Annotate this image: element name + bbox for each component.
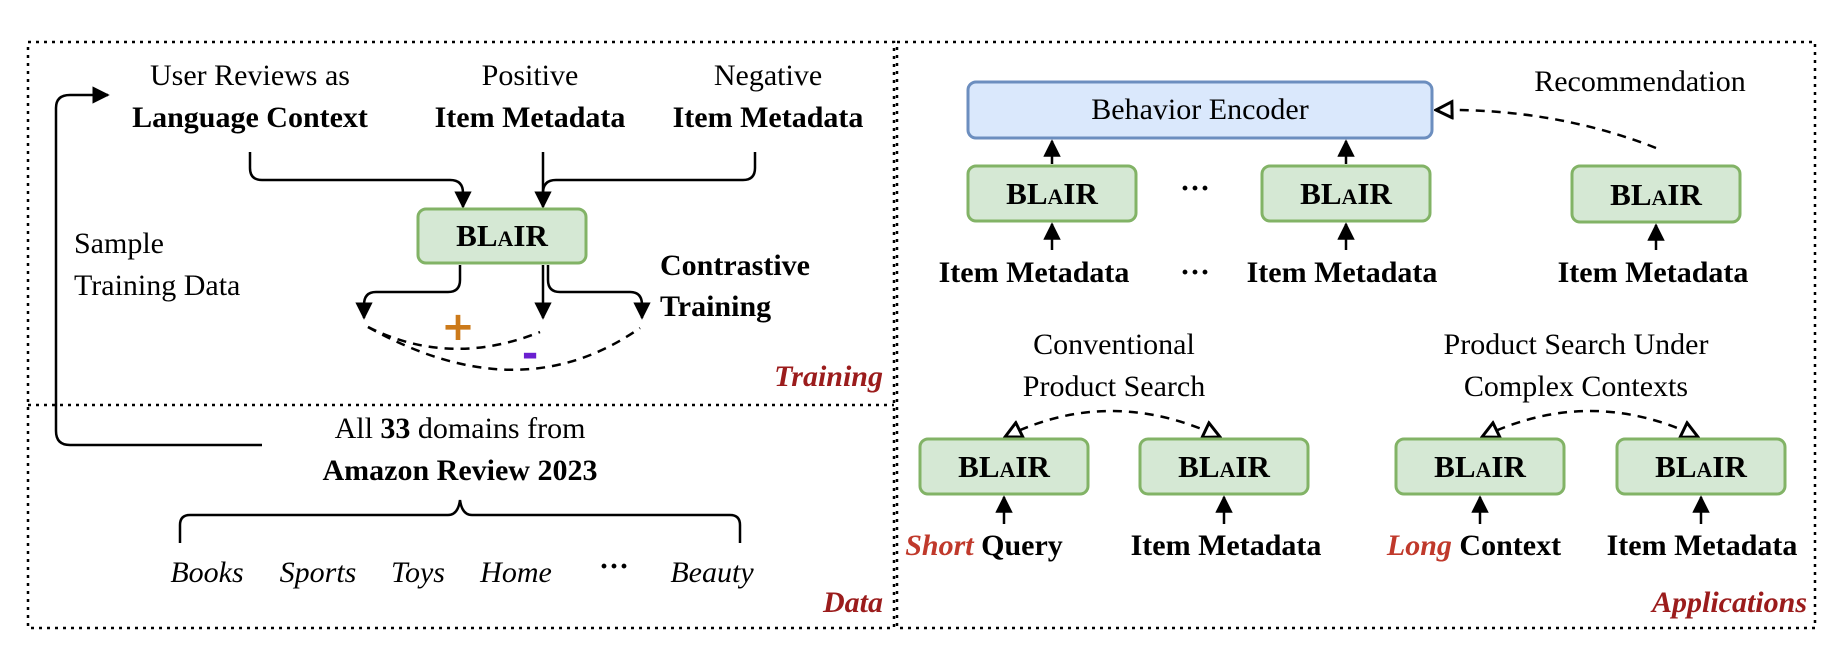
blair-output-right-arrow [546, 265, 651, 320]
data-to-training-loop-arrow [54, 86, 262, 447]
context-blair-box [1394, 437, 1566, 496]
behavior-encoder-label: Behavior Encoder [1091, 93, 1308, 126]
rec-item-metadata-3: Item Metadata [1558, 256, 1749, 289]
recommendation-arrow [1436, 110, 1657, 150]
rec-item-metadata-ellipsis: ··· [1180, 256, 1210, 289]
rec-blair-label-3: BLAIR [1610, 177, 1702, 212]
conv-item-metadata-label: Item Metadata [1131, 529, 1322, 562]
positive-label-line2: Item Metadata [435, 101, 626, 134]
domains-brace [178, 499, 742, 543]
contrastive-label-line2: Training [660, 290, 771, 323]
minus-icon: - [522, 331, 539, 377]
conv-item-blair-box [1138, 437, 1310, 496]
domains-count-label: All 33 domains from [335, 412, 586, 445]
short-query-label: Short Query [905, 529, 1063, 562]
complex-search-label-line2: Complex Contexts [1464, 370, 1688, 403]
rec-item-metadata-2: Item Metadata [1247, 256, 1438, 289]
recommendation-label: Recommendation [1534, 65, 1746, 98]
negative-label-line2: Item Metadata [673, 101, 864, 134]
negative-label-line1: Negative [714, 59, 822, 92]
plus-icon: + [441, 304, 475, 350]
complex-search-arrow [1482, 409, 1698, 437]
left-panel-border [26, 40, 896, 630]
training-section-label: Training [774, 360, 883, 393]
rec-blair-box-2 [1260, 164, 1432, 223]
conv-item-blair-label: BLAIR [1178, 449, 1270, 484]
query-blair-box [918, 437, 1090, 496]
complex-item-blair-label: BLAIR [1655, 449, 1747, 484]
applications-panel-border [895, 40, 1817, 630]
context-blair-label: BLAIR [1434, 449, 1526, 484]
domain-books: Books [170, 556, 243, 589]
conventional-search-label-line2: Product Search [1023, 370, 1205, 403]
rec-blair-label-1: BLAIR [1006, 176, 1098, 211]
rec-blair-label-2: BLAIR [1300, 176, 1392, 211]
positive-label-line1: Positive [482, 59, 579, 92]
rec-item-metadata-1: Item Metadata [939, 256, 1130, 289]
reviews-to-blair-arrow [248, 152, 472, 209]
data-section: All 33 domains from Amazon Review 2023 B… [170, 412, 883, 619]
applications-section-label: Applications [1650, 586, 1807, 619]
negative-contrast-arc [367, 325, 641, 371]
data-section-label: Data [822, 586, 883, 619]
training-blair-label: BLAIR [456, 218, 548, 253]
behavior-encoder-box [966, 80, 1434, 140]
applications-section: Behavior Encoder Recommendation BLAIR ··… [905, 65, 1807, 619]
domain-home: Home [479, 556, 552, 589]
query-blair-label: BLAIR [958, 449, 1050, 484]
training-section: User Reviews as Language Context Positiv… [54, 59, 883, 447]
conventional-search-label-line1: Conventional [1033, 328, 1195, 361]
blair-output-left-arrow [355, 265, 462, 320]
rec-blair-box-1 [966, 164, 1138, 223]
user-reviews-label-line2: Language Context [132, 101, 368, 134]
training-blair-box [416, 207, 588, 265]
conventional-search-arrow [1005, 409, 1220, 437]
positive-contrast-arc [367, 325, 541, 350]
amazon-review-label: Amazon Review 2023 [323, 454, 598, 487]
domain-ellipsis: ··· [599, 550, 629, 583]
negative-to-blair-arrow [541, 152, 757, 194]
domain-beauty: Beauty [670, 556, 754, 589]
complex-item-blair-box [1615, 437, 1787, 496]
contrastive-label-line1: Contrastive [660, 249, 810, 282]
sample-label-line2: Training Data [74, 269, 240, 302]
user-reviews-label-line1: User Reviews as [150, 59, 350, 92]
domain-toys: Toys [391, 556, 445, 589]
complex-search-label-line1: Product Search Under [1444, 328, 1709, 361]
long-context-label: Long Context [1386, 529, 1561, 562]
complex-item-metadata-label: Item Metadata [1607, 529, 1798, 562]
rec-blair-box-3 [1570, 164, 1742, 224]
rec-blair-ellipsis: ··· [1180, 172, 1210, 205]
domain-sports: Sports [280, 556, 357, 589]
sample-label-line1: Sample [74, 227, 164, 260]
